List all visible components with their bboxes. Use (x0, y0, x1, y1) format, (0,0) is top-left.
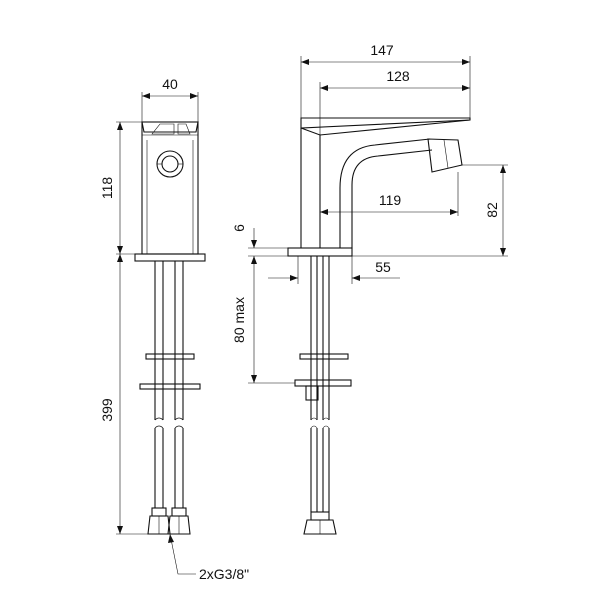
dim-label-399: 399 (99, 398, 115, 422)
dim-40-arrow-right (190, 93, 198, 99)
dim-label-6: 6 (231, 224, 247, 232)
side-dimensions: 147 128 119 82 6 80 max (231, 42, 508, 384)
front-base-plate (134, 253, 206, 262)
front-view (134, 121, 206, 535)
front-outlet-nozzle (161, 155, 179, 173)
front-hose-break-marks (154, 417, 184, 429)
side-nozzle (427, 138, 463, 173)
side-hose-break (308, 420, 332, 428)
side-spout-upper-edge (339, 138, 431, 248)
dim-118-arrow-top (117, 122, 123, 130)
front-hose-break (152, 420, 187, 428)
front-hose-fitting-right (171, 507, 187, 517)
front-lever-detail-left (151, 123, 175, 135)
dim-118-arrow-bottom (117, 246, 123, 254)
side-washer (299, 353, 349, 360)
dim-147-arrow-left (301, 59, 309, 65)
front-lever-top (141, 121, 199, 133)
side-body-spout-outline (300, 128, 433, 249)
side-hose-fitting (310, 511, 330, 521)
side-view (287, 117, 471, 535)
dim-label-147: 147 (370, 42, 394, 58)
dim-label-40: 40 (162, 76, 178, 92)
dim-6-arrow-top (251, 240, 257, 248)
dim-label-80-max: 80 max (231, 297, 247, 343)
dim-80-arrow-top (251, 256, 257, 264)
side-end-nut (303, 519, 337, 535)
dim-55-arrow-right (352, 275, 360, 281)
connection-leader-arrow (168, 534, 174, 543)
side-base-plate (287, 247, 353, 257)
front-body-outline (141, 121, 199, 255)
dim-label-119: 119 (379, 192, 402, 208)
dim-82-arrow-top (500, 165, 506, 173)
side-nozzle-band (443, 139, 449, 169)
front-lever-detail-right (177, 123, 191, 135)
dim-119-arrow-right (450, 209, 458, 215)
connection-leader (169, 533, 196, 575)
dim-label-118: 118 (99, 177, 115, 200)
dim-128-arrow-left (320, 85, 328, 91)
dim-399-arrow-top (117, 254, 123, 262)
dim-55-arrow-left (290, 275, 298, 281)
front-hose-fitting-left (151, 507, 167, 517)
dim-80-arrow-bottom (251, 375, 257, 383)
dim-label-128: 128 (386, 68, 410, 84)
side-lever-blade-bottom (300, 119, 471, 136)
dim-40-arrow-left (142, 93, 150, 99)
dim-128-arrow-right (462, 85, 470, 91)
front-fixing-nut (139, 383, 201, 390)
dim-label-82: 82 (484, 202, 500, 218)
dim-119-arrow-left (320, 209, 328, 215)
front-washer (145, 353, 195, 360)
dim-147-arrow-right (462, 59, 470, 65)
connection-spec-label: 2xG3/8" (199, 566, 249, 582)
dim-label-55: 55 (375, 259, 391, 275)
front-dimensions: 40 118 399 2xG3/8" (99, 76, 249, 582)
dim-399-arrow-bottom (117, 526, 123, 534)
front-nut-right (167, 515, 191, 535)
dim-82-arrow-bottom (500, 248, 506, 256)
side-nut-stem (305, 385, 319, 401)
side-hose-break-marks (310, 417, 330, 429)
